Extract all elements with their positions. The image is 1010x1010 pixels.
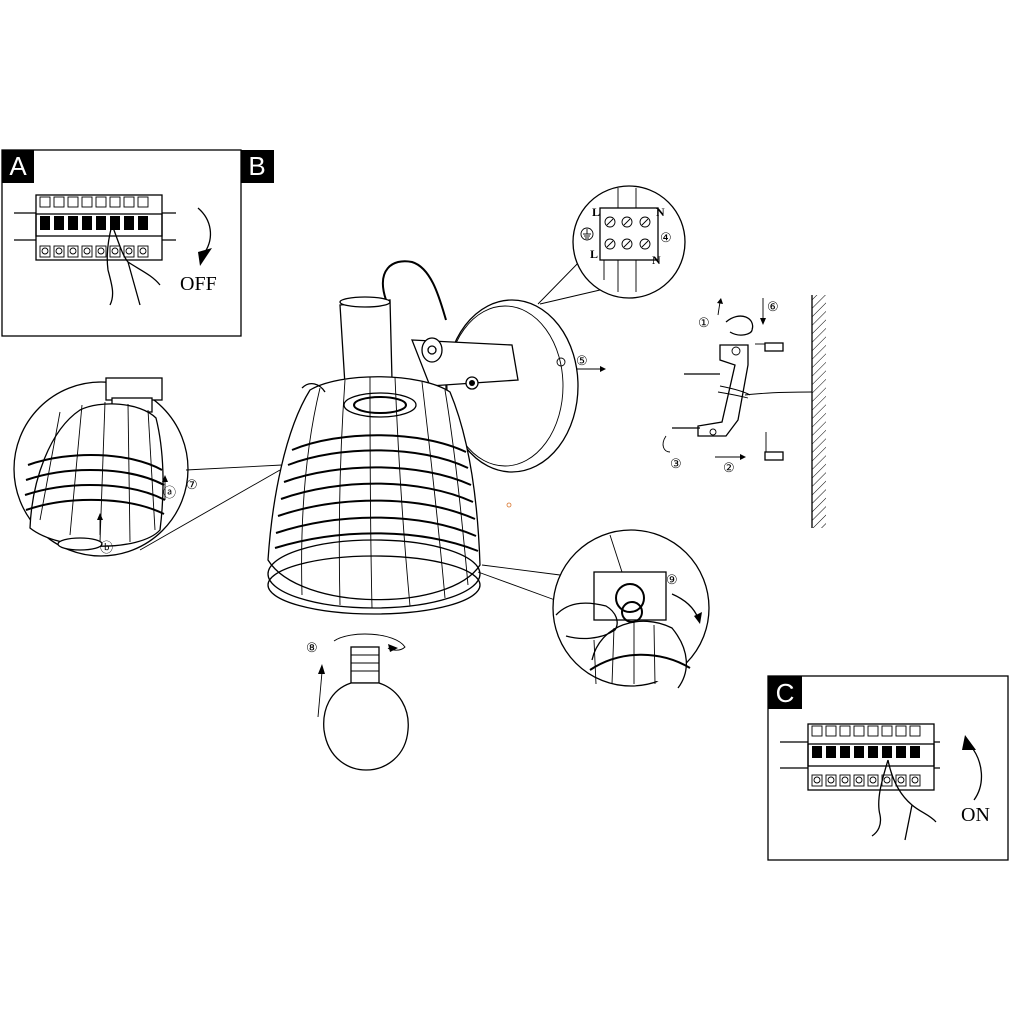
ground-icon bbox=[580, 227, 594, 241]
panel-switch-on: C ON bbox=[767, 675, 1009, 861]
on-label: ON bbox=[961, 804, 990, 826]
mounting-bracket bbox=[697, 344, 749, 437]
rotate-icon bbox=[725, 315, 754, 336]
hand-icon bbox=[106, 224, 161, 306]
panel-letter-b: B bbox=[248, 151, 265, 181]
breaker-block-off bbox=[35, 194, 163, 261]
step-6-label: ⑥ bbox=[767, 299, 779, 314]
wiring-detail: L N L N ④ bbox=[537, 185, 686, 305]
plate-screw bbox=[556, 357, 566, 367]
adjust-knob bbox=[421, 337, 479, 390]
shade-closeup bbox=[24, 401, 166, 547]
hand-icon bbox=[871, 759, 937, 841]
step-8-label: ⑧ bbox=[306, 640, 318, 655]
panel-letter-c: C bbox=[776, 678, 795, 708]
rotate-icon bbox=[615, 583, 645, 613]
wicker-shade bbox=[267, 376, 481, 615]
step-7-label: ⑦ bbox=[186, 477, 198, 492]
socket bbox=[105, 377, 163, 401]
breaker-block-on bbox=[807, 723, 935, 791]
step-3-label: ③ bbox=[670, 456, 682, 471]
step-4-label: ④ bbox=[660, 230, 672, 245]
hand-icon bbox=[555, 602, 618, 640]
bracket-detail: ① ⑥ ③ ② bbox=[662, 295, 826, 528]
step-b-label: ⓑ bbox=[100, 540, 113, 555]
power-cable bbox=[381, 260, 447, 321]
arrow-up-icon bbox=[969, 744, 983, 801]
panel-label-c bbox=[768, 676, 802, 709]
shade-removal-detail: ⓐ ⓑ ⑦ bbox=[13, 377, 283, 557]
panel-label-b bbox=[241, 150, 274, 183]
step-9-label: ⑨ bbox=[666, 572, 678, 587]
panel-letter-a: A bbox=[9, 151, 27, 181]
stray-mark bbox=[506, 502, 512, 508]
off-label: OFF bbox=[180, 273, 217, 295]
wire-n-bottom: N bbox=[652, 253, 661, 267]
step-1-label: ① bbox=[698, 315, 710, 330]
wire-l-bottom: L bbox=[590, 247, 598, 261]
wall-plug-top bbox=[764, 342, 784, 352]
arrow-down-icon bbox=[197, 207, 212, 253]
wire-l-top: L bbox=[592, 205, 600, 219]
wire-n-top: N bbox=[656, 205, 665, 219]
head-rotate-detail: ⑨ bbox=[477, 529, 710, 689]
wall bbox=[812, 295, 826, 528]
step-2-label: ② bbox=[723, 460, 735, 475]
step-a-label: ⓐ bbox=[163, 485, 176, 500]
terminal-block bbox=[599, 188, 659, 292]
lamp-body bbox=[339, 299, 393, 386]
panel-switch-off: A B OFF bbox=[1, 149, 274, 337]
panel-label-a bbox=[2, 150, 34, 183]
wall-plug-bottom bbox=[764, 451, 784, 461]
wall-lamp: ⑤ bbox=[267, 260, 606, 615]
step-5-label: ⑤ bbox=[576, 353, 588, 368]
ring-nut bbox=[57, 537, 103, 551]
light-bulb: ⑧ bbox=[306, 633, 409, 771]
